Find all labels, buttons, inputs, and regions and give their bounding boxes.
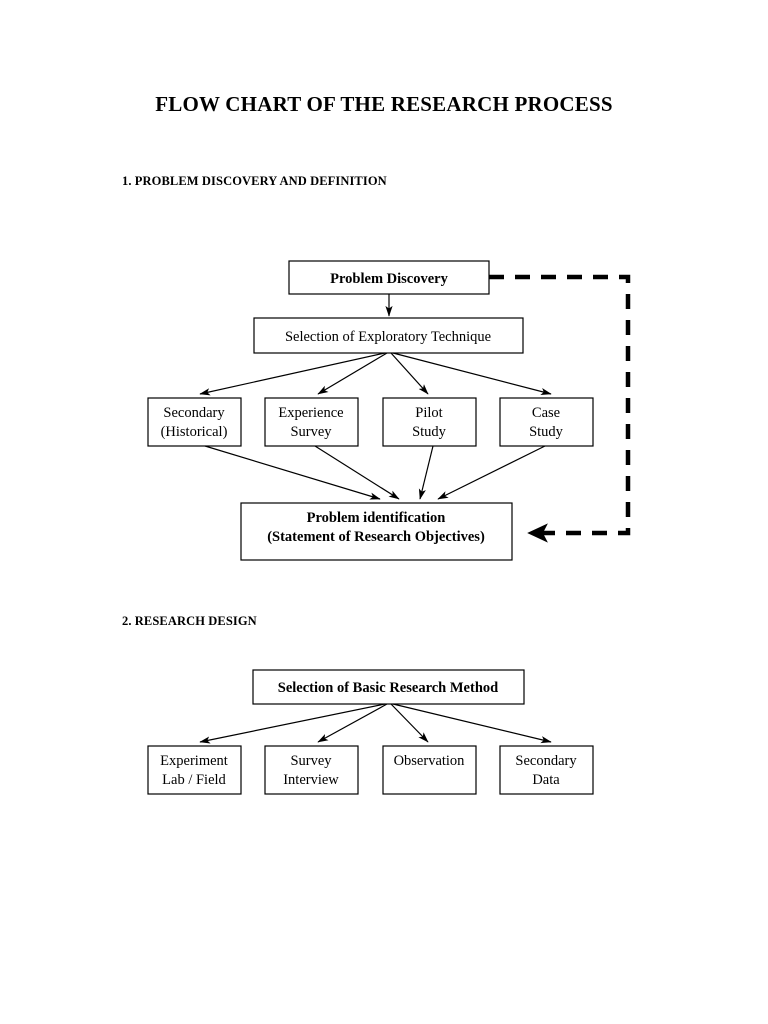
node-experiment-label-line2: Lab / Field — [162, 772, 226, 788]
node-pilot-study-label-line2: Study — [412, 424, 447, 440]
section-heading-problem-discovery: 1. PROBLEM DISCOVERY AND DEFINITION — [122, 174, 387, 188]
node-problem-identification: Problem identification (Statement of Res… — [240, 502, 513, 561]
node-observation: Observation — [382, 745, 477, 795]
node-secondary-historical-label-line2: (Historical) — [161, 424, 228, 440]
edge-selection-to-secondary — [199, 352, 386, 396]
edge-selection-to-case — [392, 352, 552, 395]
edge-method-to-experiment — [199, 703, 386, 744]
edge-selection-to-pilot — [390, 352, 429, 395]
node-secondary-data-label-line1: Secondary — [515, 753, 577, 769]
edge-experience-to-identification — [314, 445, 400, 500]
edge-selection-to-experience — [317, 352, 388, 395]
edge-secondary-to-identification — [204, 445, 381, 500]
section-heading-research-design: 2. RESEARCH DESIGN — [122, 614, 257, 628]
page-title: FLOW CHART OF THE RESEARCH PROCESS — [155, 92, 613, 116]
node-problem-identification-label-line2: (Statement of Research Objectives) — [267, 529, 485, 545]
node-survey-interview-label-line2: Interview — [283, 772, 339, 788]
edge-method-to-secondary-data — [392, 703, 552, 744]
node-survey-interview: Survey Interview — [264, 745, 359, 795]
node-problem-discovery: Problem Discovery — [288, 260, 490, 295]
node-secondary-historical-label-line1: Secondary — [163, 405, 225, 421]
node-experiment-lab-field: Experiment Lab / Field — [147, 745, 242, 795]
node-case-study-label-line2: Study — [529, 424, 564, 440]
node-selection-exploratory-technique: Selection of Exploratory Technique — [253, 317, 524, 354]
node-secondary-historical: Secondary (Historical) — [147, 397, 242, 447]
edge-case-to-identification — [437, 445, 546, 500]
node-experience-survey: Experience Survey — [264, 397, 359, 447]
node-selection-basic-research-method: Selection of Basic Research Method — [252, 669, 525, 705]
node-secondary-data: Secondary Data — [499, 745, 594, 795]
edge-feedback-dashed — [489, 274, 631, 543]
node-observation-label: Observation — [394, 753, 466, 769]
node-problem-discovery-label: Problem Discovery — [330, 271, 448, 287]
edge-pilot-to-identification — [418, 445, 434, 500]
node-experiment-label-line1: Experiment — [160, 753, 228, 769]
node-selection-exploratory-technique-label: Selection of Exploratory Technique — [285, 329, 491, 345]
node-pilot-study-label-line1: Pilot — [415, 405, 442, 421]
edge-method-to-observation — [390, 703, 429, 743]
node-experience-survey-label-line1: Experience — [278, 405, 343, 421]
node-secondary-data-label-line2: Data — [532, 772, 560, 788]
node-case-study-label-line1: Case — [532, 405, 560, 421]
node-case-study: Case Study — [499, 397, 594, 447]
node-selection-basic-research-method-label: Selection of Basic Research Method — [278, 680, 498, 696]
node-pilot-study: Pilot Study — [382, 397, 477, 447]
edge-method-to-survey-interview — [317, 703, 388, 743]
node-survey-interview-label-line1: Survey — [290, 753, 332, 769]
node-problem-identification-label-line1: Problem identification — [307, 510, 446, 526]
node-experience-survey-label-line2: Survey — [290, 424, 332, 440]
